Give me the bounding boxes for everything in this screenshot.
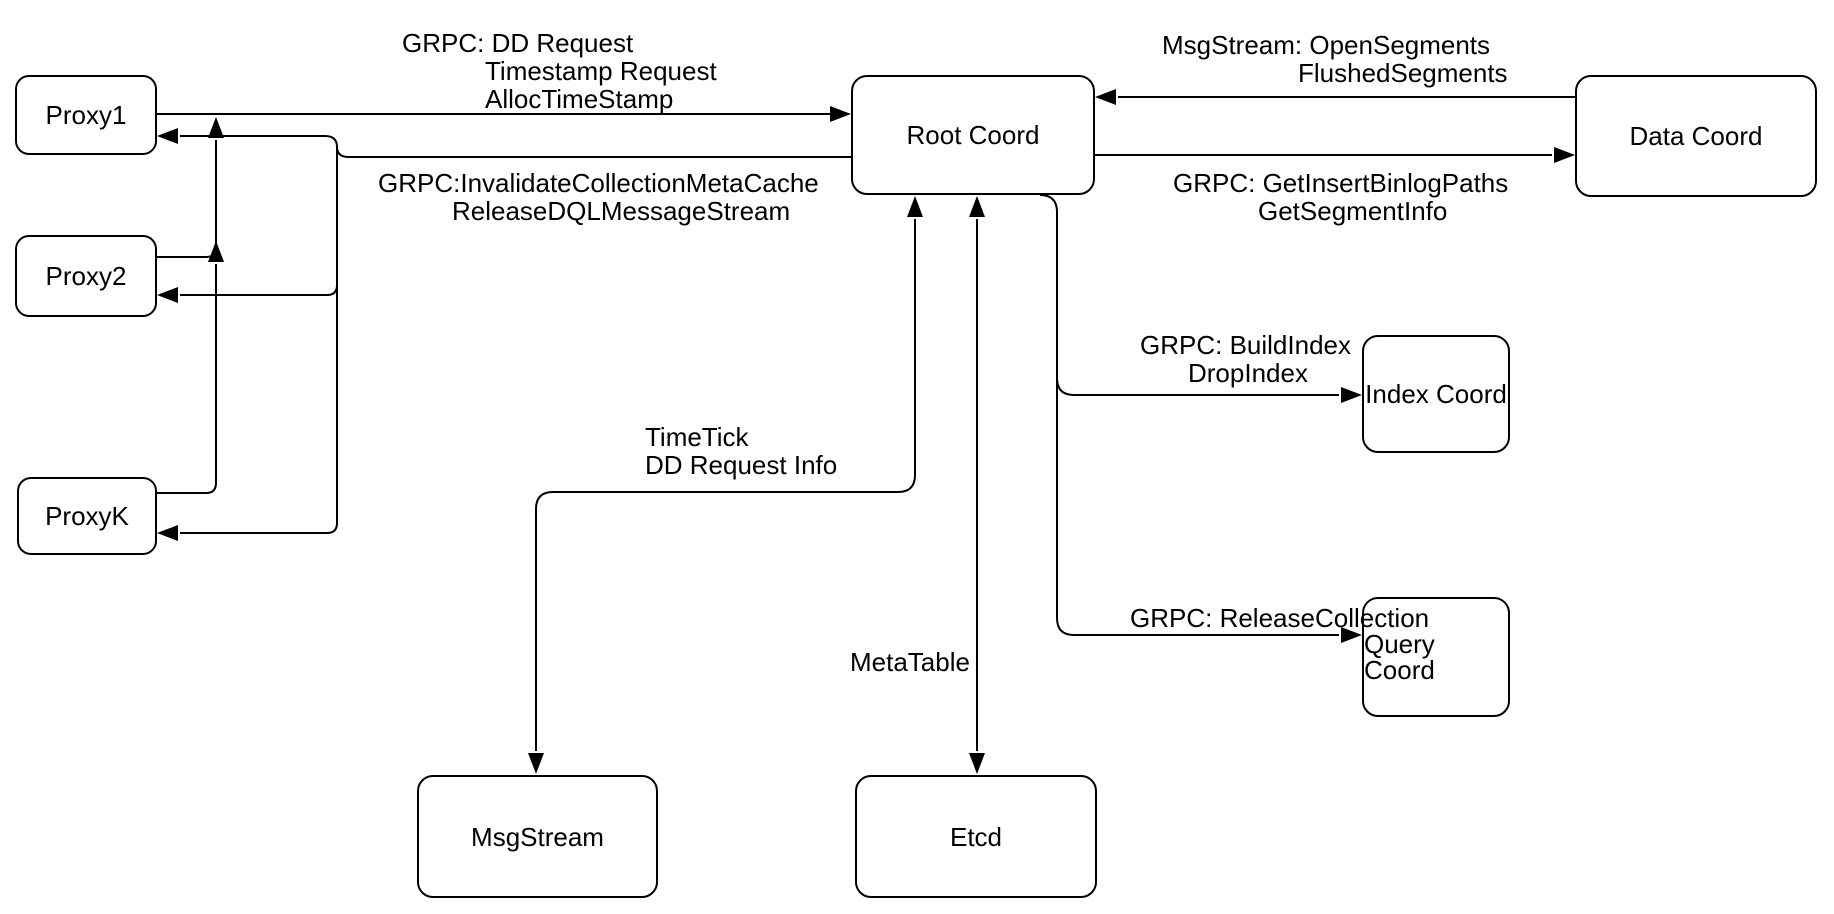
edge-label-rootcoord-to-msgstream: TimeTick DD Request Info: [645, 423, 837, 479]
node-etcd-label: Etcd: [949, 821, 1003, 852]
edge-proxy2-up-collector: [157, 140, 217, 258]
node-proxyk: ProxyK: [17, 477, 157, 555]
edge-label-line: GetSegmentInfo: [1258, 196, 1448, 226]
node-proxy1-label: Proxy1: [45, 100, 127, 130]
edge-label-line: GRPC: DD Request: [402, 28, 634, 58]
arrowhead-into-proxy2: [157, 287, 178, 303]
edge-rootcoord-to-querycoord: [1056, 378, 1339, 636]
edge-label-line: MsgStream: OpenSegments: [1162, 30, 1491, 60]
node-proxy1: Proxy1: [15, 75, 157, 155]
edge-label-line: ReleaseDQLMessageStream: [452, 196, 791, 226]
node-proxyk-label: ProxyK: [45, 501, 129, 531]
node-msgstream: MsgStream: [417, 775, 658, 898]
arrowhead-collector-mid: [208, 241, 224, 262]
arrowhead-etcd-up: [969, 196, 985, 217]
edge-label-line: TimeTick: [645, 422, 749, 452]
edge-label-line: GRPC:InvalidateCollectionMetaCache: [378, 168, 819, 198]
node-proxy2-label: Proxy2: [45, 261, 127, 291]
node-data-coord-label: Data Coord: [1629, 121, 1763, 151]
edge-label-line: GRPC: GetInsertBinlogPaths: [1173, 168, 1509, 198]
edge-label-proxy-to-rootcoord: GRPC: DD Request Timestamp Request Alloc…: [402, 29, 717, 113]
edge-label-rootcoord-to-indexcoord: GRPC: BuildIndex DropIndex: [1140, 331, 1351, 387]
node-data-coord: Data Coord: [1575, 75, 1817, 197]
arrowhead-into-rootcoord-right: [1095, 89, 1116, 105]
arrowhead-into-rootcoord-left: [830, 106, 851, 122]
node-index-coord: Index Coord: [1362, 335, 1510, 453]
arrowhead-into-querycoord: [1341, 627, 1362, 643]
node-etcd: Etcd: [855, 775, 1097, 898]
edge-label-line: Timestamp Request: [485, 56, 717, 86]
arrowhead-into-etcd: [969, 753, 985, 774]
edge-label-line: AllocTimeStamp: [485, 84, 674, 114]
edge-label-rootcoord-to-proxy: GRPC:InvalidateCollectionMetaCache Relea…: [378, 169, 819, 225]
node-query-coord: Query Coord: [1362, 597, 1510, 717]
node-proxy2: Proxy2: [15, 235, 157, 317]
edge-label-line: FlushedSegments: [1298, 58, 1508, 88]
edge-label-datacoord-to-rootcoord: MsgStream: OpenSegments FlushedSegments: [1162, 31, 1508, 87]
edge-label-line: MetaTable: [850, 647, 970, 677]
node-msgstream-label: MsgStream: [471, 821, 604, 852]
arrowhead-into-msgstream: [528, 753, 544, 774]
edge-proxyk-up-collector: [157, 264, 217, 494]
edge-rootcoord-msgstream: [535, 219, 916, 751]
arrowhead-collector-top: [208, 117, 224, 138]
node-root-coord-label: Root Coord: [906, 120, 1040, 150]
edge-label-line: GRPC: ReleaseCollection: [1130, 603, 1430, 633]
node-index-coord-label: Index Coord: [1365, 379, 1507, 409]
edge-label-rootcoord-to-querycoord: GRPC: ReleaseCollection: [1130, 604, 1429, 632]
arrowhead-into-datacoord: [1554, 147, 1575, 163]
node-root-coord: Root Coord: [851, 75, 1095, 195]
edge-rootcoord-to-proxy1: [180, 135, 851, 158]
edge-label-line: DropIndex: [1188, 358, 1308, 388]
arrowhead-into-proxy1: [157, 128, 178, 144]
arrowhead-into-indexcoord: [1341, 387, 1362, 403]
edge-label-rootcoord-to-datacoord: GRPC: GetInsertBinlogPaths GetSegmentInf…: [1173, 169, 1508, 225]
edge-return-branch-to-proxy2: [180, 284, 338, 296]
edge-label-line: GRPC: BuildIndex: [1140, 330, 1351, 360]
edge-return-vertical-to-proxyk: [180, 147, 338, 534]
arrowhead-msgstream-up: [907, 196, 923, 217]
edge-label-rootcoord-to-etcd: MetaTable: [850, 648, 970, 676]
node-query-coord-label: Query Coord: [1364, 629, 1435, 685]
arrowhead-into-proxyk: [157, 525, 178, 541]
edge-label-line: DD Request Info: [645, 450, 838, 480]
